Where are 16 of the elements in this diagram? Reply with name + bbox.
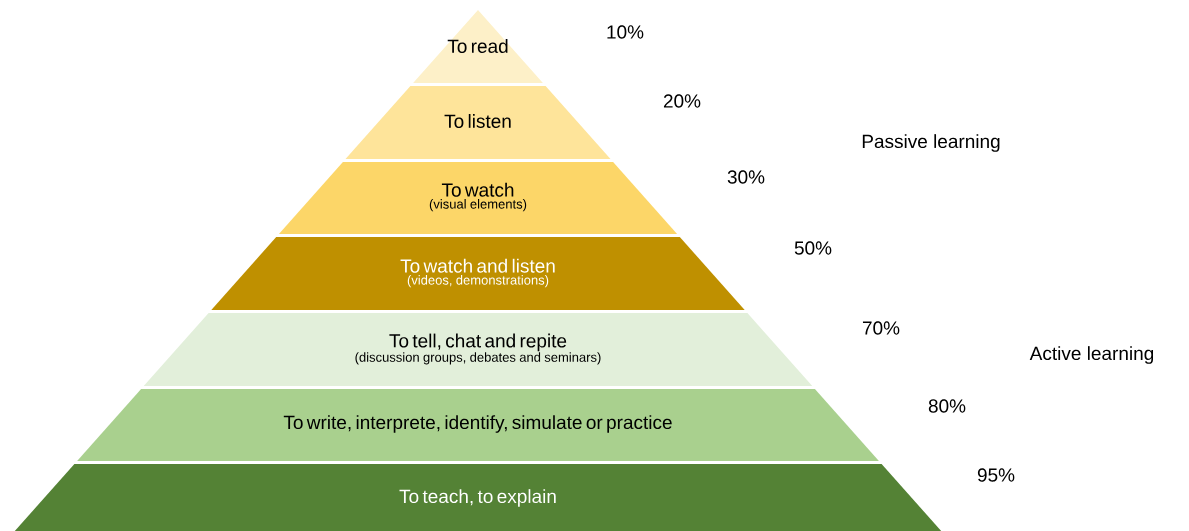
percentage-label: 50%	[794, 241, 832, 255]
pyramid-band: To teach, to explain	[14, 464, 942, 531]
percentage-label: 10%	[607, 25, 644, 39]
percentage-label: 70%	[862, 321, 900, 335]
pyramid-band: To read	[413, 10, 543, 83]
pyramid-band: To listen	[345, 86, 611, 159]
group-label: Active learning	[1029, 346, 1154, 364]
percentage-label: 30%	[727, 170, 765, 184]
pyramid-band: To watch and listen (videos, demonstrations)	[211, 237, 745, 310]
pyramid-band: To tell, chat and repite (discussion groups, debates and seminars)	[143, 313, 813, 386]
pyramid-band: To watch (visual elements)	[278, 162, 678, 234]
percentage-label: 95%	[977, 468, 1015, 482]
percentage-label: 20%	[663, 94, 701, 108]
group-label: Passive learning	[862, 134, 1000, 152]
percentage-label: 80%	[928, 399, 966, 413]
pyramid-band: To write, interprete, identify, simulate or practice	[77, 389, 879, 461]
